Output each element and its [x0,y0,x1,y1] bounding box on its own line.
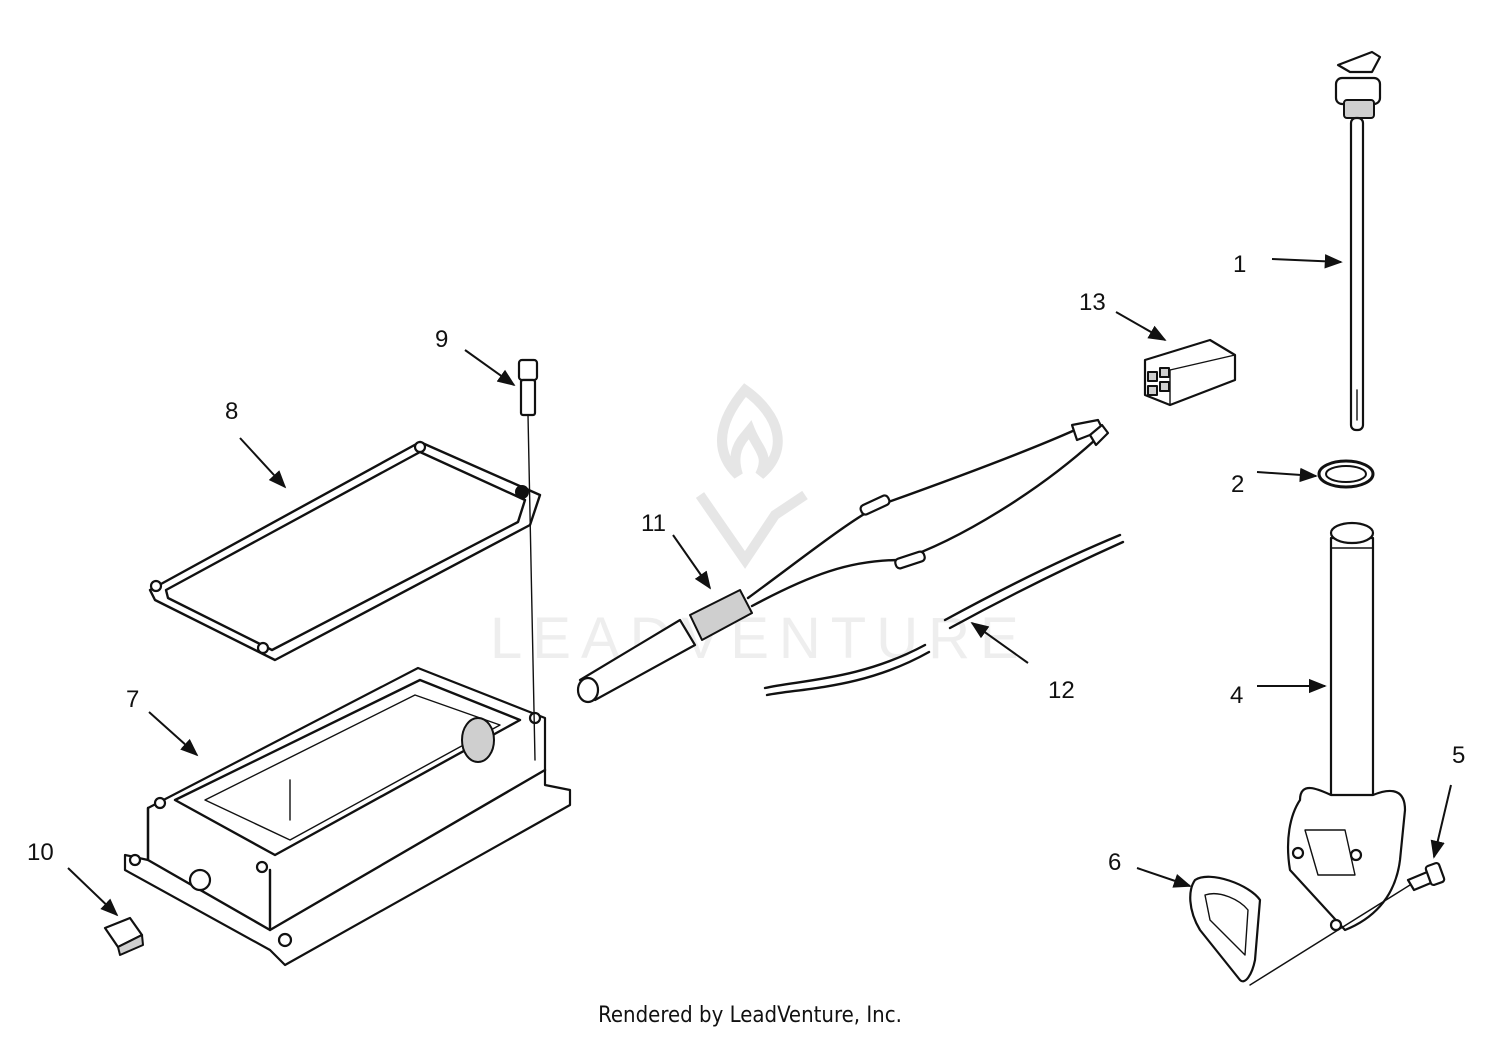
leader-1 [1271,254,1343,269]
leader-2 [1256,467,1318,483]
part-13-connector [1143,338,1237,407]
part-1-dipstick [1334,50,1382,432]
part-4-fill-tube [1286,521,1407,932]
callout-9: 9 [435,326,448,353]
leader-arrows [67,254,1452,917]
part-9-screw [517,358,539,761]
part-12-wires [763,533,1125,697]
callout-13: 13 [1079,289,1106,316]
part-2-ring [1317,459,1375,489]
part-5-bolt [1249,861,1446,986]
leader-11 [672,534,712,590]
callout-5: 5 [1452,742,1465,769]
part-6-gasket [1189,875,1262,983]
leader-6 [1136,867,1192,888]
callout-7: 7 [126,686,139,713]
part-7-base-box [123,666,572,967]
leader-9 [464,349,516,387]
callout-8: 8 [225,398,238,425]
leader-8 [239,437,287,489]
part-11-sensor-harness [576,418,1110,704]
watermark-text: LEADVENTURE [490,606,1029,671]
footer-credit: Rendered by LeadVenture, Inc. [598,1003,902,1028]
callout-11: 11 [641,510,666,537]
leader-7 [148,711,199,757]
callout-10: 10 [27,839,54,866]
callout-4: 4 [1230,682,1243,709]
leadventure-watermark: LEADVENTURE [490,383,1029,671]
callout-labels: 1 2 4 5 6 7 8 9 10 11 12 13 [27,251,1465,876]
callout-12: 12 [1048,677,1075,704]
leader-5 [1430,784,1452,859]
leader-10 [67,867,119,917]
callout-2: 2 [1231,471,1244,498]
callout-6: 6 [1108,849,1121,876]
part-10-plug [103,916,144,956]
part-8-cover-gasket [148,440,542,662]
callout-1: 1 [1233,251,1246,278]
leader-12 [970,621,1029,664]
leader-13 [1115,311,1167,341]
